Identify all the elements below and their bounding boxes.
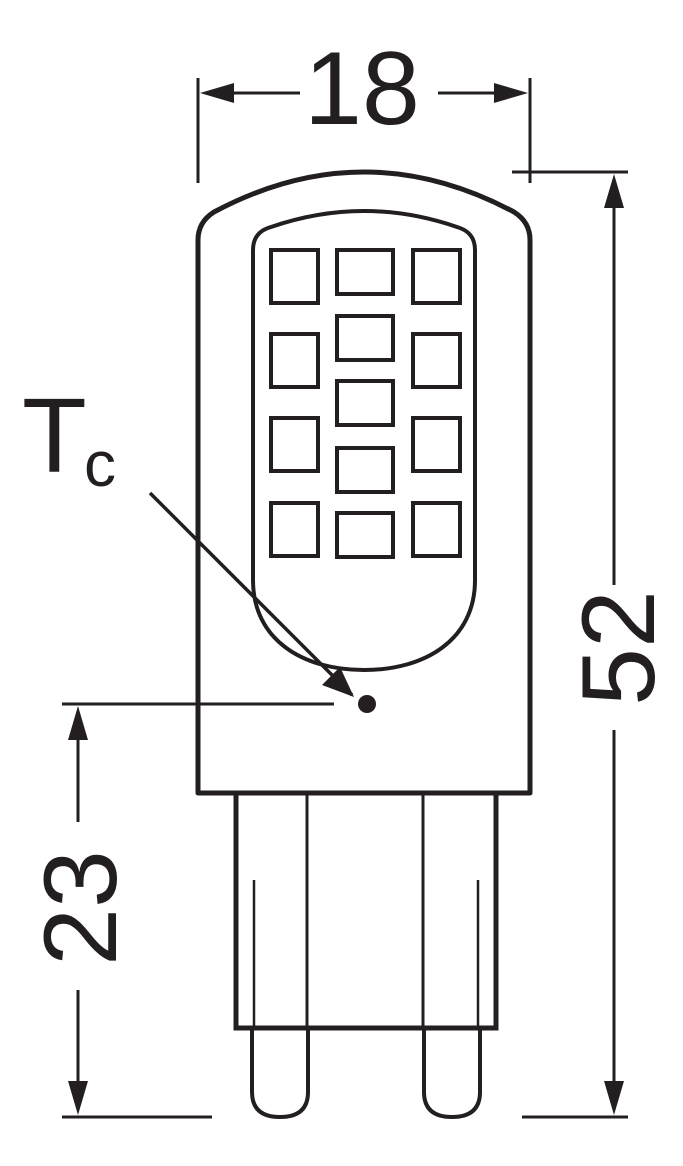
- width-value: 18: [304, 31, 420, 147]
- bulb-base: [233, 790, 499, 1031]
- pin-left: [250, 1028, 310, 1120]
- tc-measuring-point: [358, 695, 376, 713]
- tc-arrow-top: [68, 706, 88, 740]
- tc-label-sub: c: [84, 428, 116, 500]
- led-chip: [335, 379, 395, 427]
- width-arrow-right: [494, 83, 528, 103]
- tc-arrow-bottom: [68, 1081, 88, 1115]
- led-chip: [269, 501, 320, 558]
- height-arrow-bottom: [604, 1081, 624, 1115]
- led-chip: [411, 248, 462, 305]
- led-lens: [251, 209, 477, 673]
- tc-label: T c: [22, 377, 116, 500]
- led-chip: [411, 501, 462, 558]
- tc-height-dimension: 23: [23, 702, 334, 1119]
- tc-height-value: 23: [23, 850, 139, 966]
- led-chip: [269, 248, 320, 305]
- led-chip: [335, 446, 395, 494]
- led-chip: [411, 332, 462, 389]
- total-height-dimension: 52: [512, 170, 677, 1119]
- led-chip-grid: [269, 248, 462, 559]
- tc-leader: [148, 491, 376, 713]
- width-arrow-left: [200, 83, 234, 103]
- led-chip: [269, 332, 320, 389]
- led-chip: [335, 511, 395, 559]
- led-chip: [335, 248, 395, 296]
- led-chip: [269, 416, 320, 473]
- height-arrow-top: [604, 174, 624, 208]
- total-height-value: 52: [561, 590, 677, 706]
- pin-right: [422, 1028, 482, 1120]
- tc-leader-arrowhead: [322, 667, 354, 697]
- led-chip: [411, 416, 462, 473]
- width-dimension: 18: [196, 31, 532, 183]
- tc-label-main: T: [22, 377, 87, 495]
- led-chip: [335, 314, 395, 362]
